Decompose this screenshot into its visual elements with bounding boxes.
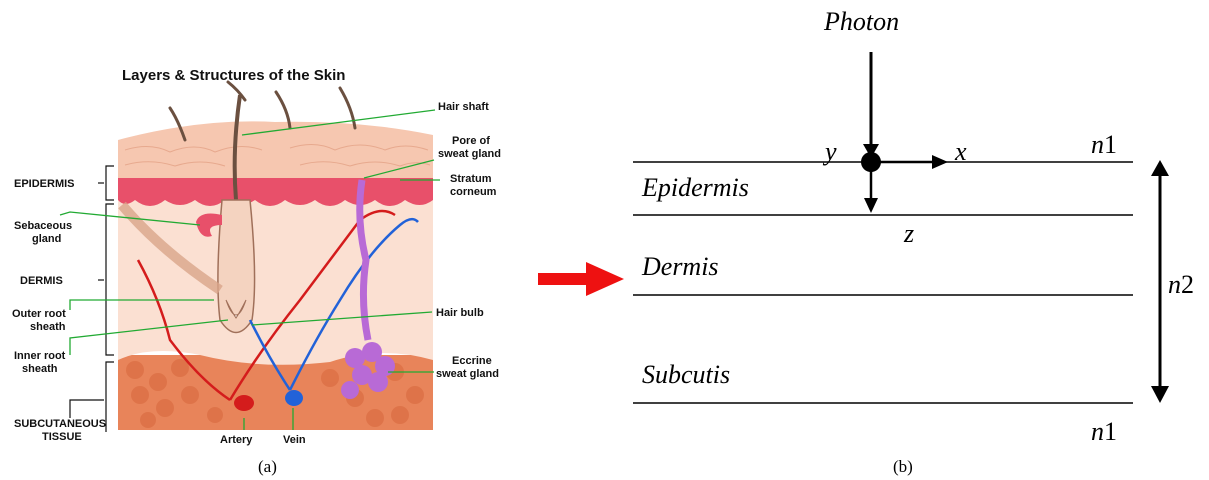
- caption-b: (b): [893, 457, 913, 476]
- label-dermis: DERMIS: [20, 275, 63, 287]
- label-vein: Vein: [283, 434, 306, 446]
- n1-bottom-label: n1: [1091, 417, 1117, 446]
- panel-b-layer-model: Photon x y z Epidermis Dermis Subcutis n…: [633, 7, 1194, 476]
- n2-label: n2: [1168, 270, 1194, 299]
- label-subcutaneous-line2: TISSUE: [42, 431, 82, 443]
- y-axis-label: y: [822, 137, 837, 166]
- panel-a-skin-illustration: Layers & Structures of the Skin: [12, 67, 501, 476]
- label-pore-line1: Pore of: [452, 135, 490, 147]
- label-eccrine-line2: sweat gland: [436, 368, 499, 380]
- label-pore-line2: sweat gland: [438, 148, 501, 160]
- layer-label-dermis: Dermis: [641, 252, 719, 281]
- n1-top-label: n1: [1091, 130, 1117, 159]
- z-axis-label: z: [903, 219, 914, 248]
- layer-label-subcutis: Subcutis: [642, 360, 730, 389]
- label-epidermis: EPIDERMIS: [14, 178, 75, 190]
- label-hair-shaft: Hair shaft: [438, 101, 489, 113]
- label-outer-root-line2: sheath: [30, 321, 66, 333]
- label-sebaceous-line2: gland: [32, 233, 61, 245]
- layer-label-epidermis: Epidermis: [641, 173, 749, 202]
- thickness-arrowhead-bottom: [1151, 386, 1169, 403]
- caption-a: (a): [258, 457, 277, 476]
- vein-end: [285, 390, 303, 406]
- x-axis-arrowhead: [932, 155, 948, 169]
- label-outer-root-line1: Outer root: [12, 308, 66, 320]
- hair-follicle: [218, 200, 255, 333]
- label-artery: Artery: [220, 434, 253, 446]
- panel-link-arrow: [538, 262, 624, 296]
- dermis-layer: [118, 195, 433, 365]
- label-hair-bulb: Hair bulb: [436, 307, 484, 319]
- photon-label: Photon: [823, 7, 899, 36]
- z-axis-arrowhead: [864, 198, 878, 213]
- label-subcutaneous-line1: SUBCUTANEOUS: [14, 418, 106, 430]
- artery-end: [234, 395, 254, 411]
- label-stratum-line1: Stratum: [450, 173, 492, 185]
- thickness-arrowhead-top: [1151, 160, 1169, 176]
- left-brackets: [70, 166, 114, 432]
- label-inner-root-line1: Inner root: [14, 350, 66, 362]
- label-inner-root-line2: sheath: [22, 363, 58, 375]
- label-eccrine-line1: Eccrine: [452, 355, 492, 367]
- label-sebaceous-line1: Sebaceous: [14, 220, 72, 232]
- panel-a-title: Layers & Structures of the Skin: [122, 67, 345, 84]
- label-stratum-line2: corneum: [450, 186, 497, 198]
- x-axis-label: x: [954, 137, 967, 166]
